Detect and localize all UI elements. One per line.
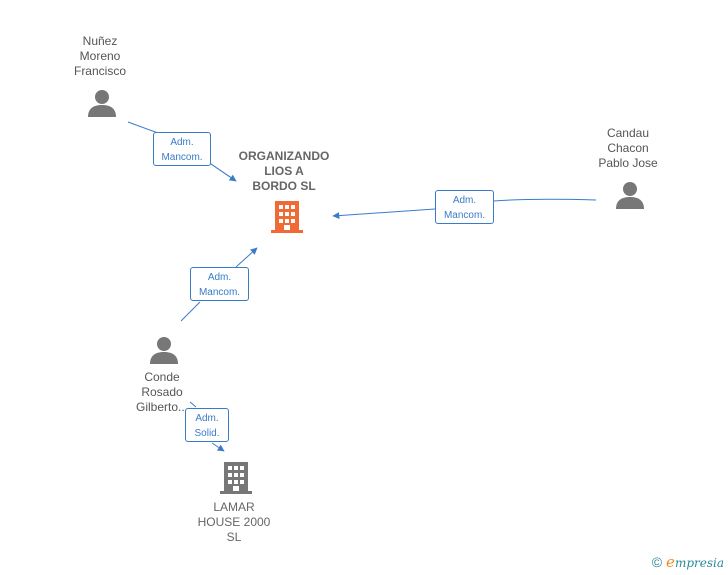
edge-conde-to-center-arrow [235,247,258,268]
company-name-center[interactable]: ORGANIZANDO LIOS A BORDO SL [238,149,330,193]
person-name-nunez[interactable]: Nuñez Moreno Francisco [73,34,126,78]
building-icon-lamar[interactable] [220,462,252,494]
person-name-conde[interactable]: Conde Rosado Gilberto... [135,370,189,414]
edge-label-nunez[interactable]: Adm. Mancom. [153,132,211,166]
edge-candau-to-center [493,198,597,202]
person-icon-conde[interactable] [150,337,178,364]
person-name-candau[interactable]: Candau Chacon Pablo Jose [598,126,658,170]
edge-label-candau[interactable]: Adm. Mancom. [435,190,494,224]
person-icon-nunez[interactable] [88,90,116,117]
company-name-lamar[interactable]: LAMAR HOUSE 2000 SL [197,500,271,544]
person-icon-candau[interactable] [616,182,644,209]
edge-conde-to-lamar [189,401,197,408]
empresia-logo[interactable]: empresia [666,553,724,571]
edge-conde-to-lamar-arrow [211,442,225,452]
building-icon-center-company[interactable] [271,201,303,233]
edge-conde-to-center [180,301,201,322]
brand-footer: ©empresia [652,553,724,571]
edge-label-conde-center[interactable]: Adm. Mancom. [190,267,249,301]
edge-label-conde-lamar[interactable]: Adm. Solid. [185,408,229,442]
edge-candau-to-center-arrow [332,208,436,220]
edge-nunez-to-center-arrow [207,161,237,182]
copyright-icon: © [651,554,663,570]
